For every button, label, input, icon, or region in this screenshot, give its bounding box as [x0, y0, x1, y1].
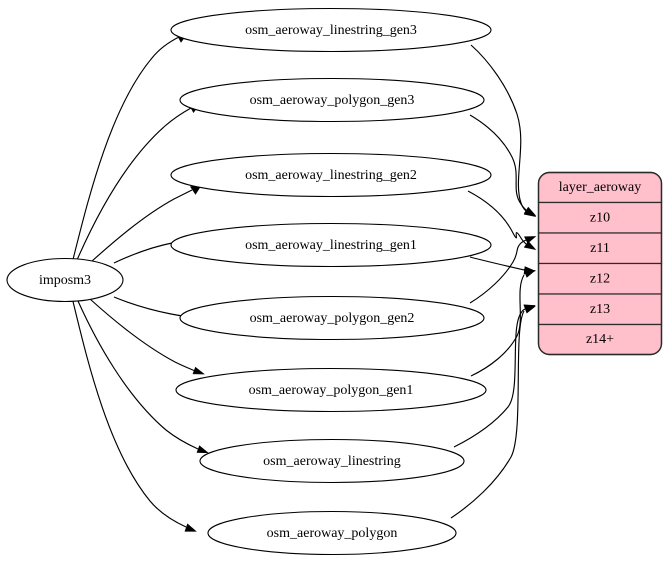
table-label-3: osm_aeroway_linestring_gen1: [245, 238, 417, 253]
layer-header-label: layer_aeroway: [559, 180, 641, 195]
edge-polygon-gen2-to-z11: [469, 239, 527, 304]
table-label-4: osm_aeroway_polygon_gen2: [250, 311, 415, 326]
table-ellipse-1[interactable]: [179, 77, 485, 123]
arrowhead-polygon-gen1: [192, 366, 205, 375]
node-osm_aeroway_polygon_gen2[interactable]: osm_aeroway_polygon_gen2: [179, 295, 485, 341]
edge-imposm3-to-linestring-gen2: [90, 189, 193, 263]
edges-tables-to-layer: [450, 44, 537, 519]
arrowhead-z12-b: [523, 268, 536, 278]
node-osm_aeroway_linestring_gen3[interactable]: osm_aeroway_linestring_gen3: [170, 7, 492, 53]
table-label-1: osm_aeroway_polygon_gen3: [250, 93, 415, 108]
table-ellipse-3[interactable]: [170, 222, 492, 268]
table-label-2: osm_aeroway_linestring_gen2: [245, 168, 417, 183]
edge-polygon-to-z13: [450, 310, 525, 519]
node-osm_aeroway_polygon[interactable]: osm_aeroway_polygon: [207, 510, 457, 556]
edge-linestring-gen1-to-z12: [469, 256, 525, 271]
node-osm_aeroway_linestring[interactable]: osm_aeroway_linestring: [199, 438, 465, 484]
table-label-7: osm_aeroway_polygon: [267, 526, 398, 541]
table-label-5: osm_aeroway_polygon_gen1: [249, 383, 414, 398]
table-ellipse-7[interactable]: [207, 510, 457, 556]
layer-row-z13[interactable]: [537, 293, 663, 326]
edge-imposm3-to-polygon-gen3: [76, 107, 192, 261]
layer-row-label-z12: z12: [590, 272, 610, 287]
arrowhead-z11-a: [523, 240, 537, 250]
table-ellipse-6[interactable]: [199, 438, 465, 484]
table-ellipse-2[interactable]: [170, 152, 492, 198]
layer-row-label-z10: z10: [590, 211, 610, 226]
node-osm_aeroway_linestring_gen2[interactable]: osm_aeroway_linestring_gen2: [170, 152, 492, 198]
layer-row-z12[interactable]: [537, 262, 663, 295]
edge-imposm3-to-polygon-gen1: [89, 298, 195, 372]
arrowhead-linestring: [196, 445, 209, 454]
arrowhead-z10-b: [523, 206, 537, 216]
imposm3-ellipse[interactable]: [6, 257, 124, 303]
arrowhead-polygon: [184, 523, 197, 532]
edge-linestring-to-z13: [453, 308, 526, 448]
edge-polygon-gen1-to-z12: [470, 274, 525, 377]
table-ellipse-4[interactable]: [179, 295, 485, 341]
layer-row-label-z11: z11: [590, 241, 610, 256]
table-label-6: osm_aeroway_linestring: [263, 454, 401, 469]
table-ellipse-0[interactable]: [170, 7, 492, 53]
edge-polygon-gen3-to-z10: [469, 114, 527, 211]
imposm3-label: imposm3: [39, 273, 91, 288]
layer-record-outline: [537, 171, 663, 356]
layer-row-label-z14plus: z14+: [586, 332, 614, 347]
edge-imposm3-to-linestring-gen3: [72, 36, 180, 260]
arrowhead-z11-b: [524, 236, 537, 244]
node-osm_aeroway_polygon_gen1[interactable]: osm_aeroway_polygon_gen1: [175, 367, 487, 413]
table-ellipse-5[interactable]: [175, 367, 487, 413]
edge-linestring-gen3-to-z10: [470, 44, 527, 212]
layer-row-label-z13: z13: [590, 302, 610, 317]
arrowhead-z13-b: [523, 304, 536, 314]
node-osm_aeroway_linestring_gen1[interactable]: osm_aeroway_linestring_gen1: [170, 222, 492, 268]
node-osm_aeroway_polygon_gen3[interactable]: osm_aeroway_polygon_gen3: [179, 77, 485, 123]
edge-imposm3-to-linestring: [77, 300, 199, 450]
node-layer_aeroway[interactable]: layer_aeroway z10 z11 z12 z13 z14+: [537, 171, 663, 356]
node-imposm3[interactable]: imposm3: [6, 257, 124, 303]
edge-imposm3-to-polygon: [72, 301, 187, 528]
table-label-0: osm_aeroway_linestring_gen3: [245, 23, 417, 38]
